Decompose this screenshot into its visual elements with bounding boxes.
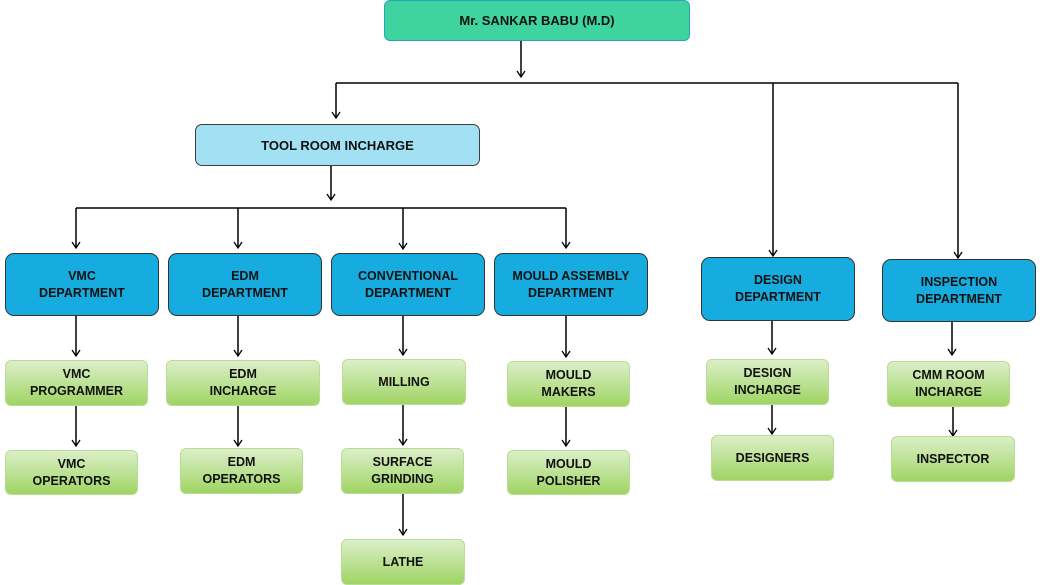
mould-makers-box: MOULD MAKERS xyxy=(507,361,630,407)
inspection-department-box: INSPECTION DEPARTMENT xyxy=(882,259,1036,322)
mould-assembly-department-box: MOULD ASSEMBLY DEPARTMENT xyxy=(494,253,648,316)
edm-department-box: EDM DEPARTMENT xyxy=(168,253,322,316)
conventional-department-box: CONVENTIONAL DEPARTMENT xyxy=(331,253,485,316)
designers-box: DESIGNERS xyxy=(711,435,834,481)
design-incharge-box: DESIGN INCHARGE xyxy=(706,359,829,405)
cmm-room-incharge-box: CMM ROOM INCHARGE xyxy=(887,361,1010,407)
managing-director-box: Mr. SANKAR BABU (M.D) xyxy=(384,0,690,41)
edm-operators-box: EDM OPERATORS xyxy=(180,448,303,494)
surface-grinding-box: SURFACE GRINDING xyxy=(341,448,464,494)
milling-box: MILLING xyxy=(342,359,466,405)
inspector-box: INSPECTOR xyxy=(891,436,1015,482)
vmc-operators-box: VMC OPERATORS xyxy=(5,450,138,495)
lathe-box: LATHE xyxy=(341,539,465,585)
tool-room-incharge-box: TOOL ROOM INCHARGE xyxy=(195,124,480,166)
edm-incharge-box: EDM INCHARGE xyxy=(166,360,320,406)
vmc-programmer-box: VMC PROGRAMMER xyxy=(5,360,148,406)
mould-polisher-box: MOULD POLISHER xyxy=(507,450,630,495)
vmc-department-box: VMC DEPARTMENT xyxy=(5,253,159,316)
design-department-box: DESIGN DEPARTMENT xyxy=(701,257,855,321)
